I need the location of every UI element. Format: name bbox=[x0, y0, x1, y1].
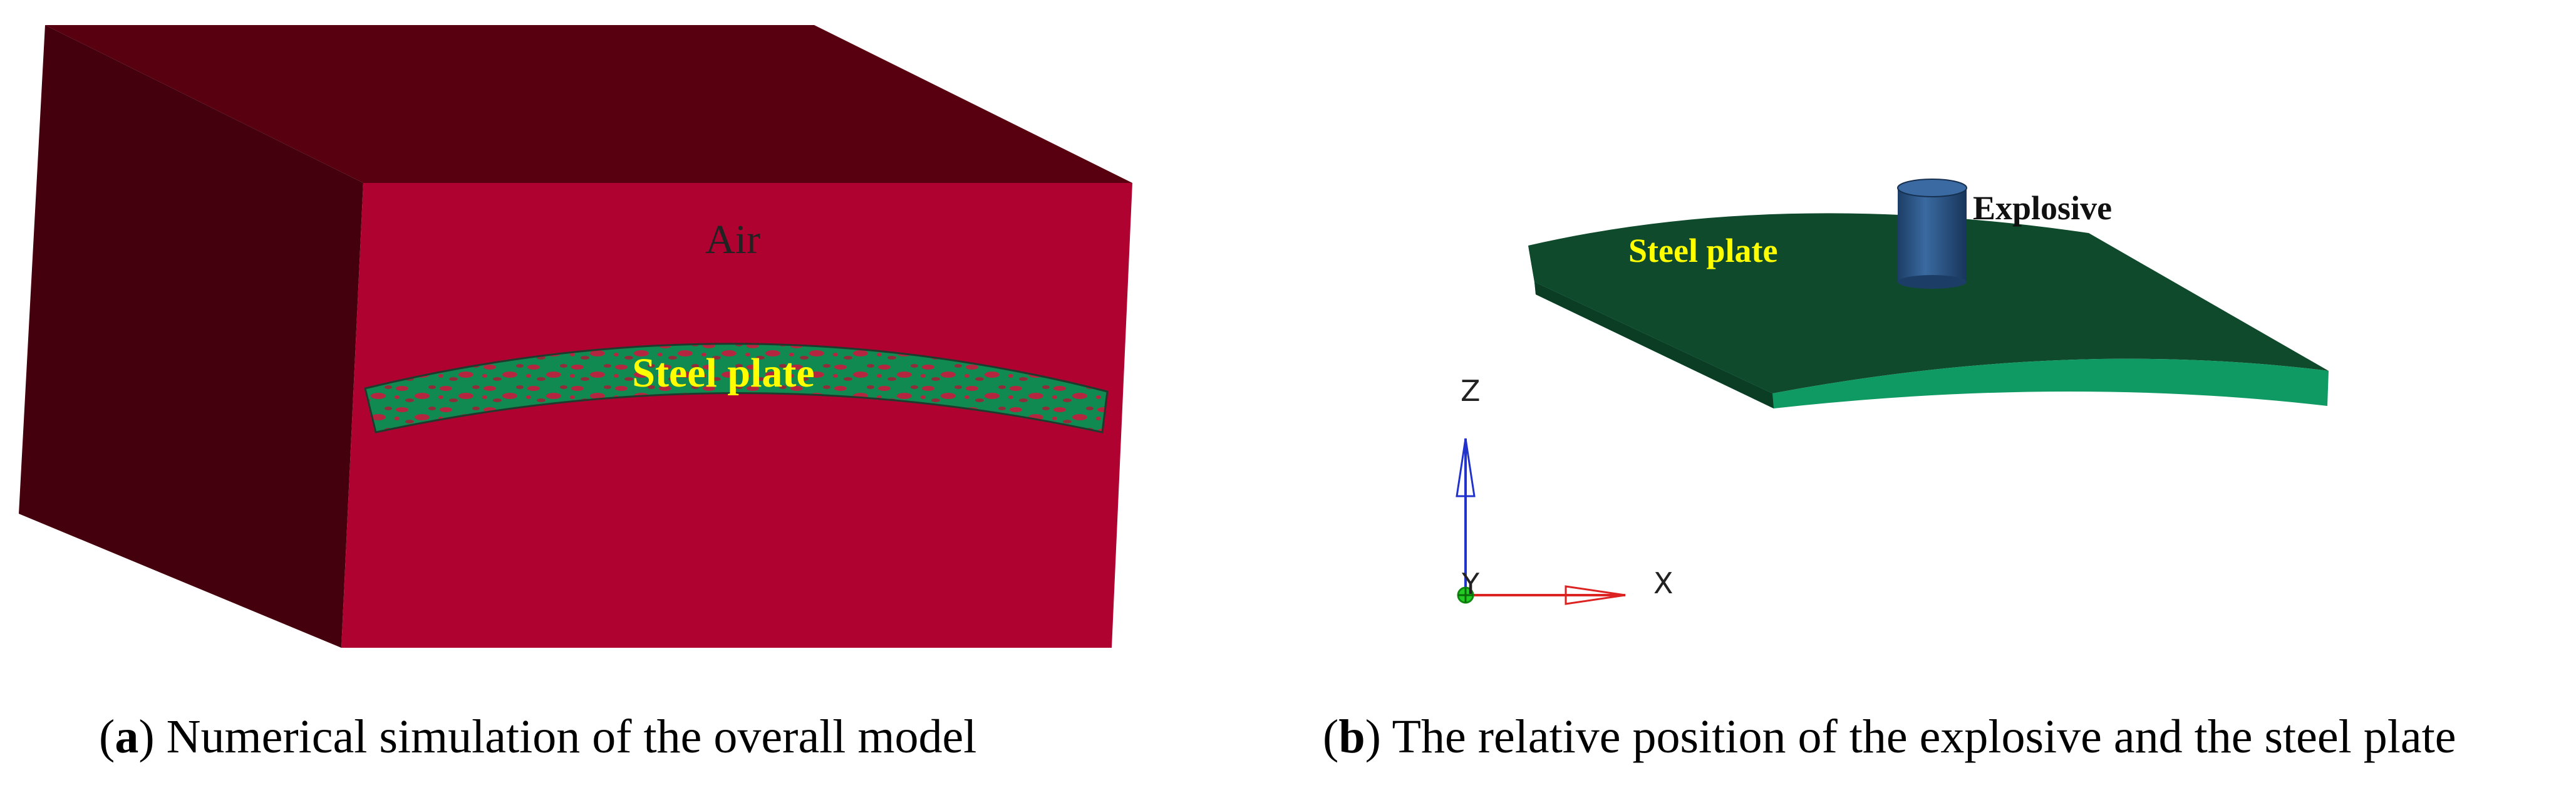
caption-a: (a) Numerical simulation of the overall … bbox=[99, 710, 977, 763]
plate-top-face bbox=[1528, 213, 2329, 393]
air-label: Air bbox=[705, 217, 760, 262]
plate-front-edge-shade bbox=[1534, 282, 1774, 408]
steel-plate-slice bbox=[364, 343, 1109, 434]
explosive-label: Explosive bbox=[1973, 189, 2112, 227]
air-box-front-face bbox=[341, 183, 1132, 648]
z-axis-label: Z bbox=[1461, 374, 1481, 408]
x-axis-label: X bbox=[1653, 566, 1673, 600]
caption-b: (b) The relative position of the explosi… bbox=[1323, 710, 2456, 763]
caption-b-text: The relative position of the explosive a… bbox=[1392, 710, 2456, 763]
panel-a: Air Steel plate bbox=[19, 25, 1132, 648]
axis-triad: Z Y X bbox=[1456, 374, 1673, 605]
plate-left-edge bbox=[1528, 246, 1536, 288]
explosive-cylinder bbox=[1897, 179, 1967, 289]
y-axis-label: Y bbox=[1461, 567, 1480, 601]
air-box-top-face bbox=[45, 25, 1132, 183]
caption-a-text: Numerical simulation of the overall mode… bbox=[166, 710, 977, 763]
panel-b: Steel plate Explosive Z Y X bbox=[1456, 179, 2329, 605]
air-box-side-face bbox=[19, 25, 363, 648]
caption-a-letter: a bbox=[115, 710, 139, 763]
steel-plate-label-a: Steel plate bbox=[632, 350, 814, 396]
steel-plate-label-b: Steel plate bbox=[1628, 232, 1777, 269]
caption-b-letter: b bbox=[1338, 710, 1365, 763]
